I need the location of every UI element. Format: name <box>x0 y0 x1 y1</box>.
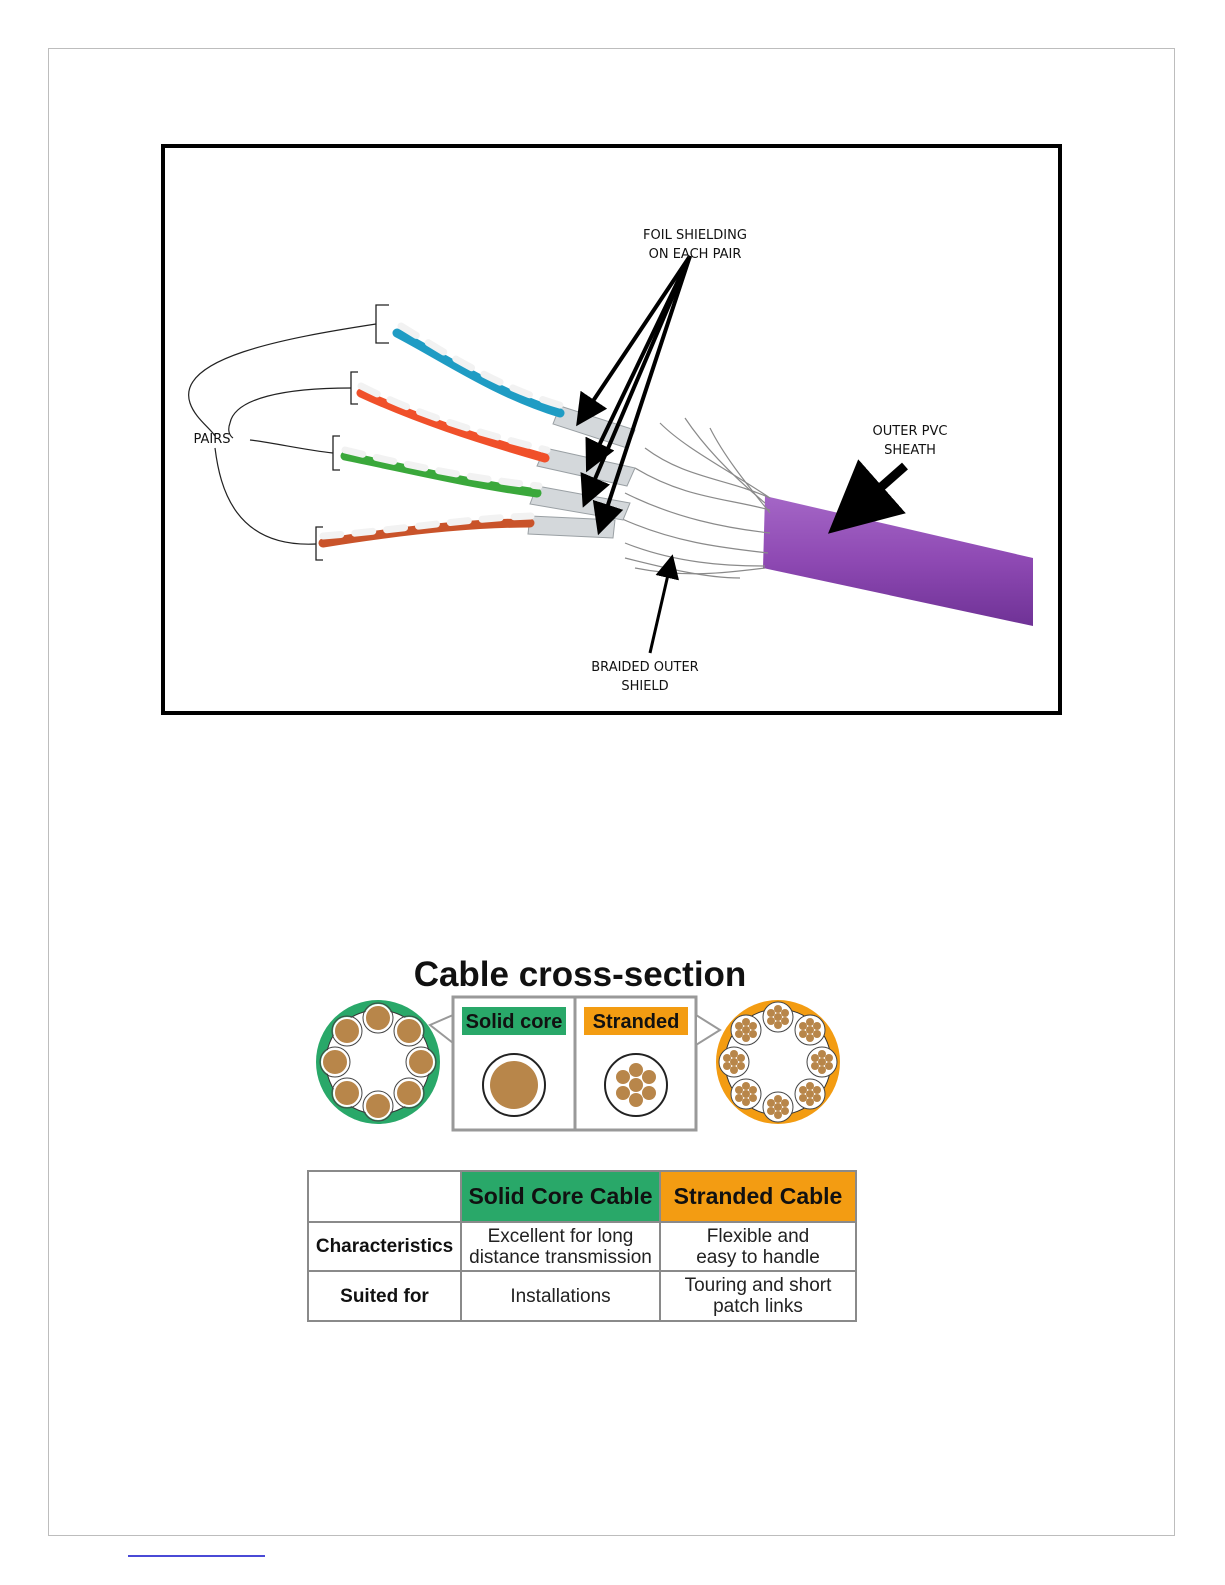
solid-core-conductor-icon <box>483 1054 545 1116</box>
pair-brown <box>323 516 531 543</box>
comparison-table: Solid Core Cable Stranded Cable Characte… <box>307 1170 857 1322</box>
solid-core-tag: Solid core <box>462 1007 566 1037</box>
braided-outer-shield-label: BRAIDED OUTER SHIELD <box>565 658 725 696</box>
outer-pvc-sheath-label: OUTER PVC SHEATH <box>855 422 965 460</box>
stranded-cable-header: Stranded Cable <box>660 1171 856 1222</box>
table-corner-cell <box>308 1171 461 1222</box>
solid-cable-cross-section <box>316 1000 440 1124</box>
sheath-arrow <box>855 466 905 510</box>
solid-characteristics-cell: Excellent for long distance transmission <box>461 1222 660 1271</box>
table-row: Suited for Installations Touring and sho… <box>308 1271 856 1321</box>
suited-for-label: Suited for <box>308 1271 461 1321</box>
stranded-conductor-icon <box>605 1054 667 1116</box>
right-pointer <box>696 1015 720 1045</box>
foil-shielding-label: FOIL SHIELDING ON EACH PAIR <box>605 226 785 264</box>
characteristics-label: Characteristics <box>308 1222 461 1271</box>
solid-core-cable-header: Solid Core Cable <box>461 1171 660 1222</box>
stranded-tag: Stranded <box>584 1007 688 1037</box>
stranded-suited-for-cell: Touring and short patch links <box>660 1271 856 1321</box>
pair-blue <box>397 326 563 413</box>
stranded-characteristics-cell: Flexible and easy to handle <box>660 1222 856 1271</box>
braided-arrow <box>650 566 670 653</box>
cable-diagram-figure: FOIL SHIELDING ON EACH PAIR PAIRS OUTER … <box>161 144 1062 715</box>
stranded-cable-cross-section <box>716 1000 840 1124</box>
braided-shield <box>620 418 770 578</box>
cross-section-title: Cable cross-section <box>300 955 860 995</box>
pair-brackets <box>316 305 389 560</box>
cross-section-diagram <box>310 995 850 1135</box>
footer-link-underline[interactable] <box>128 1555 265 1557</box>
pair-green <box>345 450 539 493</box>
solid-suited-for-cell: Installations <box>461 1271 660 1321</box>
outer-sheath <box>763 496 1033 626</box>
table-row: Characteristics Excellent for long dista… <box>308 1222 856 1271</box>
pairs-label: PAIRS <box>187 430 237 449</box>
